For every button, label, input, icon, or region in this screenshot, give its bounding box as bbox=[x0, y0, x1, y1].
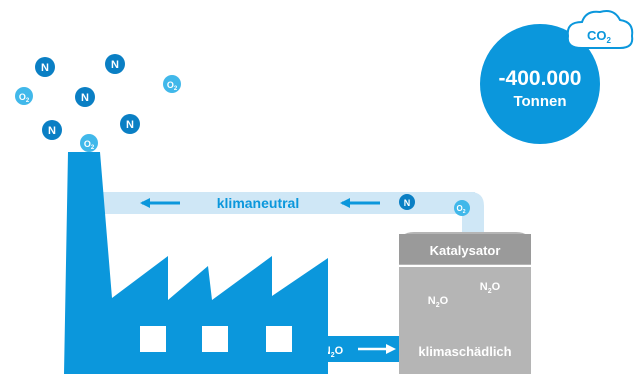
emission-molecule: N bbox=[105, 54, 125, 74]
pipe-n-molecule: N bbox=[399, 194, 415, 210]
savings-badge: -400.000 Tonnen CO2 bbox=[480, 10, 634, 144]
catalyst-title: Katalysator bbox=[430, 243, 501, 258]
emission-molecule: O2 bbox=[163, 75, 181, 93]
emission-molecule-label: N bbox=[48, 125, 56, 137]
factory-window bbox=[140, 326, 166, 352]
pipe-arrow-head-2 bbox=[340, 198, 350, 208]
catalyst-bottom-label: klimaschädlich bbox=[418, 344, 511, 359]
emission-molecule: N bbox=[75, 87, 95, 107]
svg-text:N: N bbox=[404, 198, 411, 208]
svg-text:O2: O2 bbox=[456, 204, 465, 215]
savings-unit: Tonnen bbox=[513, 93, 566, 110]
inlet-arrow-head bbox=[386, 344, 396, 354]
emission-molecule-label: N bbox=[81, 92, 89, 104]
emission-molecule: N bbox=[42, 120, 62, 140]
factory-building bbox=[64, 152, 328, 374]
savings-amount: -400.000 bbox=[499, 67, 582, 90]
emission-molecule: O2 bbox=[15, 87, 33, 105]
pipe-arrow-head-1 bbox=[140, 198, 150, 208]
catalyst-molecule: N2O bbox=[480, 281, 501, 295]
catalyst-tank: Katalysator N2O N2O klimaschädlich bbox=[399, 232, 531, 374]
factory-window bbox=[202, 326, 228, 352]
emission-molecule-label: O2 bbox=[84, 139, 95, 151]
emission-molecule: N bbox=[120, 114, 140, 134]
pipe-label: klimaneutral bbox=[217, 195, 299, 211]
emission-molecule-label: N bbox=[41, 62, 49, 74]
factory-window bbox=[266, 326, 292, 352]
catalyst-molecule: N2O bbox=[428, 295, 449, 309]
pipe-o2-molecule: O2 bbox=[454, 200, 470, 216]
emission-molecule: O2 bbox=[80, 134, 98, 152]
emission-molecule-label: N bbox=[126, 119, 134, 131]
catalyst-header bbox=[399, 234, 531, 264]
savings-circle bbox=[480, 24, 600, 144]
co2-label: CO2 bbox=[587, 28, 612, 45]
catalyst-cap bbox=[399, 232, 531, 374]
emission-molecule-label: N bbox=[111, 59, 119, 71]
co2-cloud-icon bbox=[566, 10, 634, 49]
emission-molecule-label: O2 bbox=[167, 80, 178, 92]
factory bbox=[64, 152, 328, 374]
return-pipe: klimaneutral N O2 bbox=[100, 192, 484, 240]
emission-molecule-label: O2 bbox=[19, 92, 30, 104]
emission-molecule: N bbox=[35, 57, 55, 77]
pipe-horizontal bbox=[100, 192, 475, 214]
